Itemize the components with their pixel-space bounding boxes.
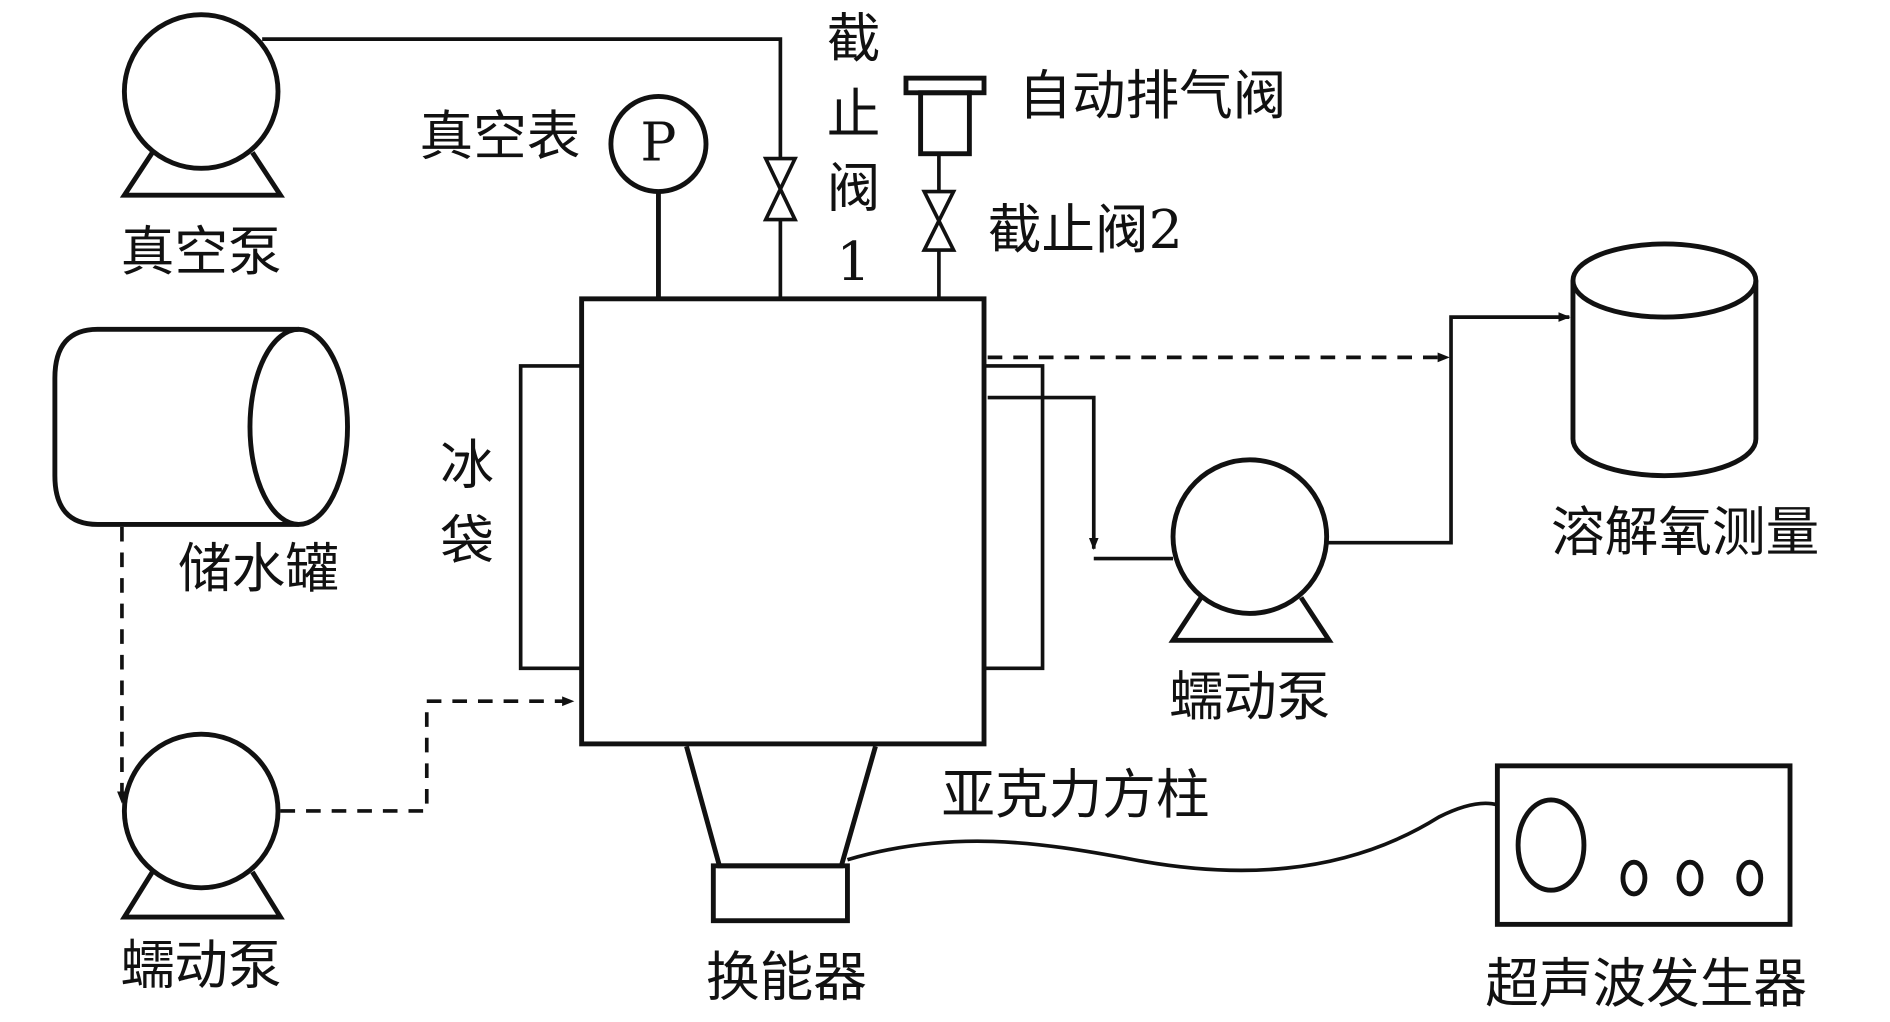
ice-bag-label-char: 袋 <box>440 509 494 572</box>
ice-bag-left <box>518 364 582 671</box>
sample-line <box>987 395 1099 551</box>
ultrasonic-generator-label: 超声波发生器 <box>1485 952 1807 1015</box>
storage-tank-label: 储水罐 <box>178 537 339 600</box>
acrylic-column <box>579 296 987 747</box>
pump-to-column-line <box>280 696 575 813</box>
vacuum-line <box>262 37 783 299</box>
gauge-symbol: P <box>640 110 676 173</box>
vacuum-pump-icon <box>119 12 285 198</box>
valve-1-label-char: 1 <box>836 230 870 293</box>
peristaltic-pump-left-icon <box>119 731 285 920</box>
valve-1-label-char: 截 <box>827 7 881 70</box>
do-meter-icon <box>1570 241 1759 479</box>
valve-1-label-char: 止 <box>827 82 881 145</box>
storage-tank-icon <box>52 326 350 527</box>
acrylic-column-label: 亚克力方柱 <box>941 763 1209 826</box>
do-measurement-label: 溶解氧测量 <box>1551 501 1819 564</box>
peristaltic-pump-right-label: 蠕动泵 <box>1169 665 1330 728</box>
auto-vent-valve-label: 自动排气阀 <box>1018 64 1286 127</box>
signal-cable <box>846 801 1498 873</box>
transducer-icon <box>684 745 878 924</box>
valve-1-icon <box>762 156 798 222</box>
transducer-label: 换能器 <box>706 946 867 1009</box>
auto-vent-valve-icon <box>903 75 987 299</box>
valve-1-label-char: 阀 <box>827 157 881 220</box>
vacuum-pump-label: 真空泵 <box>121 220 282 283</box>
peristaltic-pump-left-label: 蠕动泵 <box>121 933 282 996</box>
ice-bag-right <box>984 364 1045 671</box>
vacuum-gauge-label: 真空表 <box>419 104 580 167</box>
peristaltic-pump-right-icon <box>1168 457 1334 643</box>
vacuum-gauge-icon <box>608 93 709 299</box>
ice-bag-label-char: 冰 <box>440 434 494 497</box>
do-line <box>1326 312 1571 545</box>
valve-2-label: 截止阀2 <box>988 198 1183 261</box>
ultrasonic-generator-icon <box>1494 763 1793 927</box>
